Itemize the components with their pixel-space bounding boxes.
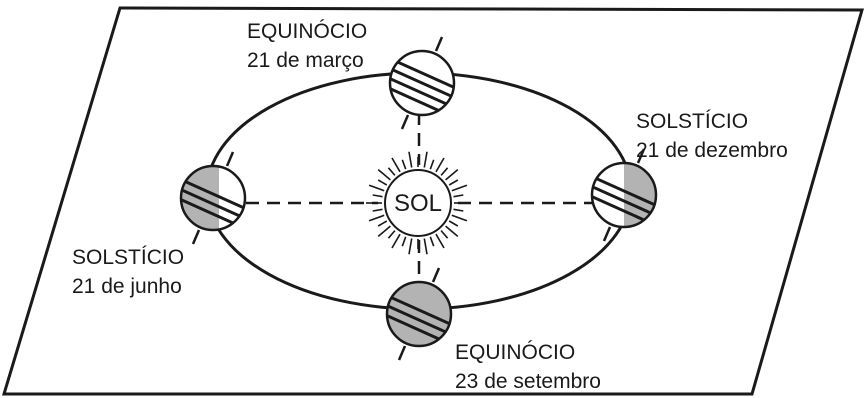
- label-june-event: SOLSTÍCIO: [72, 246, 185, 269]
- sun-ray: [408, 238, 413, 255]
- label-march-event: EQUINÓCIO: [247, 20, 368, 43]
- sun-ray: [451, 184, 468, 192]
- sun-ray: [451, 214, 468, 222]
- label-june: SOLSTÍCIO 21 de junho: [72, 243, 184, 301]
- sun-ray: [401, 236, 407, 247]
- sun-ray: [377, 179, 388, 186]
- sun-ray: [372, 194, 383, 198]
- label-september: EQUINÓCIO 23 de setembro: [455, 338, 601, 396]
- sun-ray: [423, 238, 428, 255]
- sun-ray: [408, 151, 413, 168]
- sun-ray: [445, 168, 459, 181]
- sun-ray: [429, 159, 435, 170]
- sun-ray: [448, 179, 459, 186]
- sun-ray: [387, 230, 396, 239]
- sun-ray: [440, 167, 449, 176]
- sun-ray: [429, 236, 435, 247]
- sun-ray: [453, 194, 464, 198]
- earth-june: [179, 151, 247, 245]
- label-december: SOLSTÍCIO 21 de dezembro: [636, 107, 788, 165]
- sun-ray: [377, 168, 391, 181]
- sun-ray: [453, 208, 464, 212]
- sun-ray: [445, 225, 459, 238]
- sun-ray: [368, 184, 385, 192]
- label-september-date: 23 de setembro: [455, 370, 601, 393]
- label-december-event: SOLSTÍCIO: [636, 110, 749, 133]
- sun-ray: [368, 214, 385, 222]
- sun-ray: [448, 220, 459, 227]
- label-december-date: 21 de dezembro: [636, 139, 788, 162]
- sun-ray: [391, 233, 401, 249]
- sun-ray: [372, 208, 383, 212]
- label-march: EQUINÓCIO 21 de março: [247, 17, 367, 75]
- sun-ray: [435, 233, 445, 249]
- label-september-event: EQUINÓCIO: [455, 341, 576, 364]
- label-march-date: 21 de março: [247, 49, 364, 72]
- orbital-plane: [1, 6, 864, 396]
- sun-ray: [377, 220, 388, 227]
- sun-ray: [435, 157, 445, 173]
- sun-ray: [391, 157, 401, 173]
- earth-march: [388, 36, 456, 130]
- sun-earth-lines: [246, 112, 593, 285]
- sun-ray: [401, 159, 407, 170]
- sun-rays: [366, 151, 470, 255]
- sun: [384, 169, 452, 237]
- sun-label: SOL: [394, 190, 442, 217]
- sun-ray: [387, 167, 396, 176]
- sun-ray: [377, 225, 391, 238]
- sun-ray: [423, 151, 428, 168]
- sun-ray: [440, 230, 449, 239]
- label-june-date: 21 de junho: [72, 275, 182, 298]
- earth-september: [385, 267, 453, 361]
